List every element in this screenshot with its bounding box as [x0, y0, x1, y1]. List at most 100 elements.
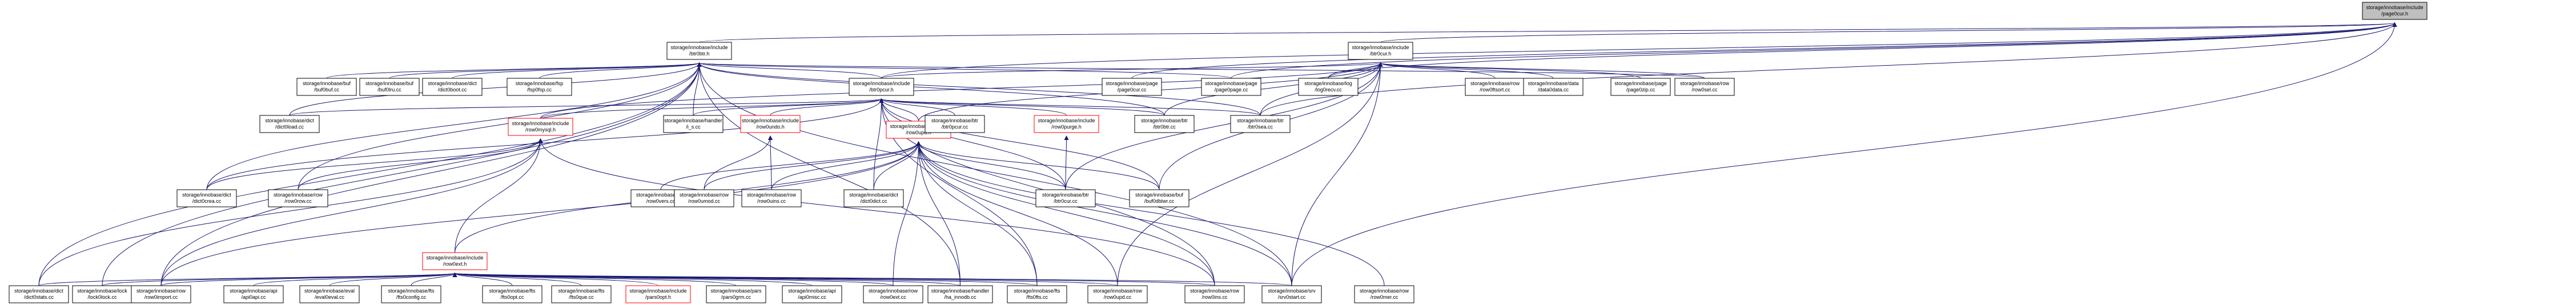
edge-row0purge_h-to-btr0pcur_h	[879, 98, 1067, 116]
dependency-edge	[1378, 62, 1496, 79]
node-label-line: storage/innobase/dict	[428, 81, 477, 86]
file-node-row0sel-cc[interactable]: storage/innobase/row/row0sel.cc	[1674, 78, 1735, 96]
edge-api0api_cc-to-row0ext_h	[253, 273, 457, 286]
node-box	[674, 189, 734, 207]
file-node-dict0crea-cc[interactable]: storage/innobase/dict/dict0crea.cc	[176, 189, 237, 207]
file-node-pars0grm-cc[interactable]: storage/innobase/pars/pars0grm.cc	[706, 285, 766, 303]
file-node-eval0eval-cc[interactable]: storage/innobase/eval/eval0eval.cc	[299, 285, 360, 303]
file-node-page0zip-cc[interactable]: storage/innobase/page/page0zip.cc	[1610, 78, 1671, 96]
file-node-buf0buf-cc[interactable]: storage/innobase/buf/buf0buf.cc	[296, 78, 357, 96]
file-node-data0data-cc[interactable]: storage/innobase/data/data0data.cc	[1523, 78, 1584, 96]
edge-page0page_cc-to-btr0btr_h	[697, 62, 1232, 79]
dependency-edge	[881, 22, 2397, 79]
node-box	[223, 285, 284, 303]
file-node-pars0opt-h[interactable]: storage/innobase/include/pars0opt.h	[625, 285, 691, 303]
dependency-edge	[160, 141, 921, 286]
dependency-edge	[916, 141, 1215, 286]
file-node-root[interactable]: storage/innobase/include/page0cur.h	[2362, 2, 2428, 20]
file-node-row0undo-h[interactable]: storage/innobase/include/row0undo.h	[740, 115, 801, 133]
edge-btr0pcur_h-to-btr0cur_h	[881, 62, 1383, 79]
file-node-buf0dblwr-cc[interactable]: storage/innobase/buf/buf0dblwr.cc	[1129, 189, 1189, 207]
node-box	[1348, 42, 1413, 60]
file-node-row0uins-cc[interactable]: storage/innobase/row/row0uins.cc	[741, 189, 802, 207]
node-label-line: storage/innobase/include	[1038, 118, 1095, 123]
node-label-line: /dict0dict.cc	[860, 198, 887, 204]
dependency-edge	[539, 62, 702, 79]
file-node-fts0fts-cc[interactable]: storage/innobase/fts/fts0fts.cc	[1007, 285, 1067, 303]
file-node-log0recv-cc[interactable]: storage/innobase/log/log0recv.cc	[1298, 78, 1359, 96]
node-label-line: storage/innobase/data	[1528, 81, 1578, 86]
node-label-line: /btr0cur.cc	[1054, 198, 1078, 204]
dependency-edge	[289, 62, 702, 116]
file-node-page0page-cc[interactable]: storage/innobase/page/page0page.cc	[1201, 78, 1261, 96]
node-label-line: storage/innobase/btr	[1141, 118, 1188, 123]
file-node-row0purge-h[interactable]: storage/innobase/include/row0purge.h	[1034, 115, 1099, 133]
node-label-line: storage/innobase/row	[1470, 81, 1520, 86]
node-label-line: /btr0pcur.cc	[942, 124, 968, 130]
node-label-line: /btr0btr.h	[689, 51, 710, 57]
dependency-edge	[916, 141, 1292, 286]
file-node-btr0pcur-cc[interactable]: storage/innobase/btr/btr0pcur.cc	[925, 115, 985, 133]
dependency-edge	[253, 273, 457, 286]
edge-row0vers_cc-to-row0upd_h	[660, 141, 921, 190]
file-node-btr0btr-cc[interactable]: storage/innobase/btr/btr0btr.cc	[1134, 115, 1195, 133]
node-label-line: storage/innobase/lock	[77, 288, 127, 294]
file-node-srv0start-cc[interactable]: storage/innobase/srv/srv0start.cc	[1261, 285, 1322, 303]
file-node-row0upd-cc[interactable]: storage/innobase/row/row0upd.cc	[1087, 285, 1148, 303]
file-node-btr0cur-h[interactable]: storage/innobase/include/btr0cur.h	[1348, 42, 1413, 60]
node-label-line: /dict0crea.cc	[192, 198, 222, 204]
node-label-line: storage/innobase/include	[1352, 45, 1409, 50]
file-node-api0api-cc[interactable]: storage/innobase/api/api0api.cc	[223, 285, 284, 303]
file-node-fts0config-cc[interactable]: storage/innobase/fts/fts0config.cc	[381, 285, 441, 303]
file-node-row0ftsort-cc[interactable]: storage/innobase/row/row0ftsort.cc	[1465, 78, 1525, 96]
file-node-dict0load-cc[interactable]: storage/innobase/dict/dict0load.cc	[259, 115, 320, 133]
file-node-row0umod-cc[interactable]: storage/innobase/row/row0umod.cc	[674, 189, 734, 207]
file-node-fsp0fsp-cc[interactable]: storage/innobase/fsp/fsp0fsp.cc	[507, 78, 572, 96]
file-node-lock0lock-cc[interactable]: storage/innobase/lock/lock0lock.cc	[72, 285, 132, 303]
file-node-row0mysql-h[interactable]: storage/innobase/include/row0mysql.h	[508, 118, 573, 136]
edge-btr0btr_cc-to-btr0cur_h	[1164, 62, 1383, 116]
node-label-line: /dict0boot.cc	[438, 87, 467, 93]
file-node-i-s-cc[interactable]: storage/innobase/handler/i_s.cc	[663, 115, 724, 133]
file-node-btr0pcur-h[interactable]: storage/innobase/include/btr0pcur.h	[849, 78, 914, 96]
node-label-line: /btr0cur.h	[1370, 51, 1392, 57]
file-node-dict0stats-cc[interactable]: storage/innobase/dict/dict0stats.cc	[9, 285, 69, 303]
dependency-edge	[879, 98, 1165, 116]
edge-btr0pcur_h-to-btr0btr_h	[697, 62, 882, 79]
file-node-row0row-cc[interactable]: storage/innobase/row/row0row.cc	[268, 189, 328, 207]
file-node-btr0sea-cc[interactable]: storage/innobase/btr/btr0sea.cc	[1230, 115, 1291, 133]
edge-row0import_cc-to-row0upd_h	[160, 141, 921, 286]
node-label-line: /buf0lru.cc	[377, 87, 401, 93]
node-label-line: /row0umod.cc	[688, 198, 721, 204]
file-node-btr0cur-cc[interactable]: storage/innobase/btr/btr0cur.cc	[1035, 189, 1096, 207]
node-label-line: /row0mysql.h	[525, 127, 556, 133]
node-label-line: storage/innobase/row	[869, 288, 918, 294]
file-node-row0ext-cc[interactable]: storage/innobase/row/row0ext.cc	[863, 285, 923, 303]
file-node-row0ins-cc[interactable]: storage/innobase/row/row0ins.cc	[1184, 285, 1245, 303]
file-node-buf0lru-cc[interactable]: storage/innobase/buf/buf0lru.cc	[359, 78, 420, 96]
file-node-page0cur-cc[interactable]: storage/innobase/page/page0cur.cc	[1102, 78, 1162, 96]
node-box	[551, 285, 612, 303]
node-label-line: storage/innobase/fts	[388, 288, 435, 294]
file-node-api0misc-cc[interactable]: storage/innobase/api/api0misc.cc	[782, 285, 842, 303]
node-label-line: /row0upd.h	[906, 130, 931, 135]
file-node-dict0boot-cc[interactable]: storage/innobase/dict/dict0boot.cc	[422, 78, 483, 96]
node-label-line: /btr0btr.cc	[1153, 124, 1176, 130]
file-node-fts0opt-cc[interactable]: storage/innobase/fts/fts0opt.cc	[482, 285, 542, 303]
dependency-edge	[916, 141, 1066, 190]
node-box	[422, 252, 488, 270]
file-node-dict0dict-cc[interactable]: storage/innobase/dict/dict0dict.cc	[843, 189, 904, 207]
node-label-line: /lock0lock.cc	[87, 294, 117, 300]
file-node-ha-innodb-cc[interactable]: storage/innobase/handler/ha_innodb.cc	[927, 285, 993, 303]
edge-srv0start_cc-to-row0upd_h	[916, 141, 1292, 286]
file-node-row0import-cc[interactable]: storage/innobase/row/row0import.cc	[131, 285, 191, 303]
file-node-row0ext-h[interactable]: storage/innobase/include/row0ext.h	[422, 252, 488, 270]
edge-dict0crea_cc-to-row0mysql_h	[206, 138, 543, 190]
node-box	[1034, 115, 1099, 133]
file-node-fts0que-cc[interactable]: storage/innobase/fts/fts0que.cc	[551, 285, 612, 303]
file-node-row0mer-cc[interactable]: storage/innobase/row/row0mer.cc	[1354, 285, 1414, 303]
node-label-line: storage/innobase/page	[1205, 81, 1257, 86]
node-label-line: storage/innobase/include	[853, 81, 910, 86]
edge-row0import_cc-to-row0mysql_h	[160, 138, 543, 286]
file-node-btr0btr-h[interactable]: storage/innobase/include/btr0btr.h	[666, 42, 732, 60]
